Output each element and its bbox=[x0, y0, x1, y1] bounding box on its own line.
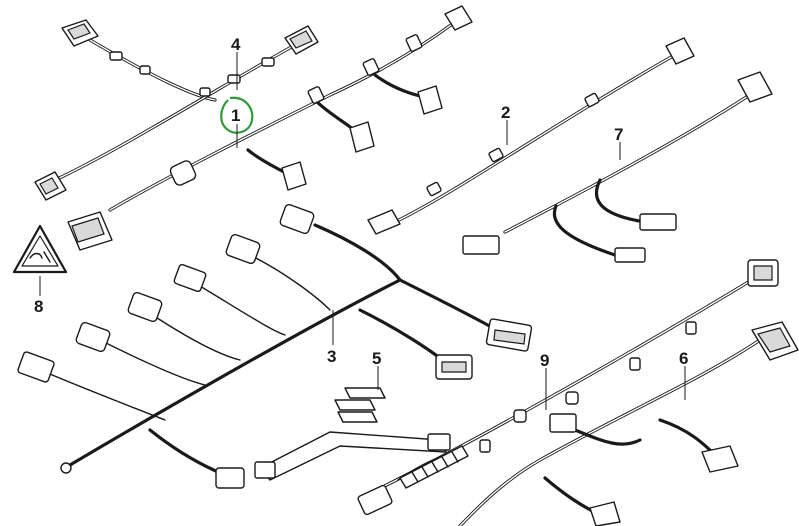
callout-1: 1 bbox=[231, 106, 240, 125]
harness-2[interactable] bbox=[367, 37, 695, 235]
harness-9[interactable] bbox=[357, 259, 779, 516]
callout-leaders bbox=[39, 52, 686, 410]
callout-9: 9 bbox=[540, 351, 549, 370]
harness-2-connector-top bbox=[665, 37, 695, 65]
harness-4-connector-top-right bbox=[284, 25, 319, 55]
callout-8: 8 bbox=[34, 297, 43, 316]
harness-3-connector-3 bbox=[173, 263, 207, 293]
harness-1[interactable] bbox=[67, 5, 473, 251]
callout-2: 2 bbox=[501, 103, 510, 122]
callout-7: 7 bbox=[614, 125, 623, 144]
harness-4[interactable] bbox=[34, 19, 319, 201]
harness-4-connector-top-left bbox=[61, 19, 99, 47]
harness-3-connector-9 bbox=[215, 467, 245, 489]
harness-9-corrugated-sleeve bbox=[399, 445, 469, 489]
part-5-ribbon-cable[interactable] bbox=[254, 387, 451, 481]
harness-1-connector-a bbox=[417, 85, 443, 115]
harness-6[interactable] bbox=[458, 321, 799, 526]
harness-3-connector-7 bbox=[485, 318, 533, 352]
harness-1-connector-top bbox=[444, 5, 473, 31]
callout-6: 6 bbox=[679, 349, 688, 368]
callout-3: 3 bbox=[327, 347, 336, 366]
harness-7-connector-top bbox=[737, 71, 773, 103]
harness-4-connector-bottom bbox=[34, 171, 67, 201]
harness-7-connector-small bbox=[614, 247, 646, 263]
harness-7-connector-left bbox=[462, 235, 500, 255]
harness-6-connector-top bbox=[751, 321, 799, 361]
harness-9-connector-top bbox=[747, 259, 779, 287]
part-8-warning-label[interactable] bbox=[12, 224, 68, 274]
callout-1-highlight bbox=[220, 96, 254, 134]
harness-7[interactable] bbox=[462, 71, 773, 263]
harness-3-ring-terminal bbox=[60, 462, 72, 474]
harness-6-connector-b bbox=[701, 445, 739, 473]
harness-9-connector-end bbox=[357, 484, 393, 516]
harness-3-connector-6 bbox=[17, 351, 55, 383]
harness-1-connector-end bbox=[67, 211, 113, 251]
harness-2-connector-bottom bbox=[367, 209, 401, 235]
harness-1-connector-c bbox=[281, 161, 307, 191]
harness-3-connector-1 bbox=[279, 203, 315, 235]
callout-4: 4 bbox=[231, 35, 241, 54]
harness-7-connector-right bbox=[639, 213, 677, 231]
harness-3-connector-2 bbox=[225, 233, 261, 265]
harness-6-connector-c bbox=[589, 501, 621, 526]
harness-3-connector-4 bbox=[127, 291, 163, 323]
harness-1-connector-b bbox=[349, 121, 375, 153]
harness-3-connector-5 bbox=[75, 321, 111, 353]
harness-3-connector-8 bbox=[435, 354, 473, 380]
harness-6-connector-a bbox=[549, 413, 577, 433]
harness-3[interactable] bbox=[17, 203, 533, 489]
callout-5: 5 bbox=[372, 349, 381, 368]
